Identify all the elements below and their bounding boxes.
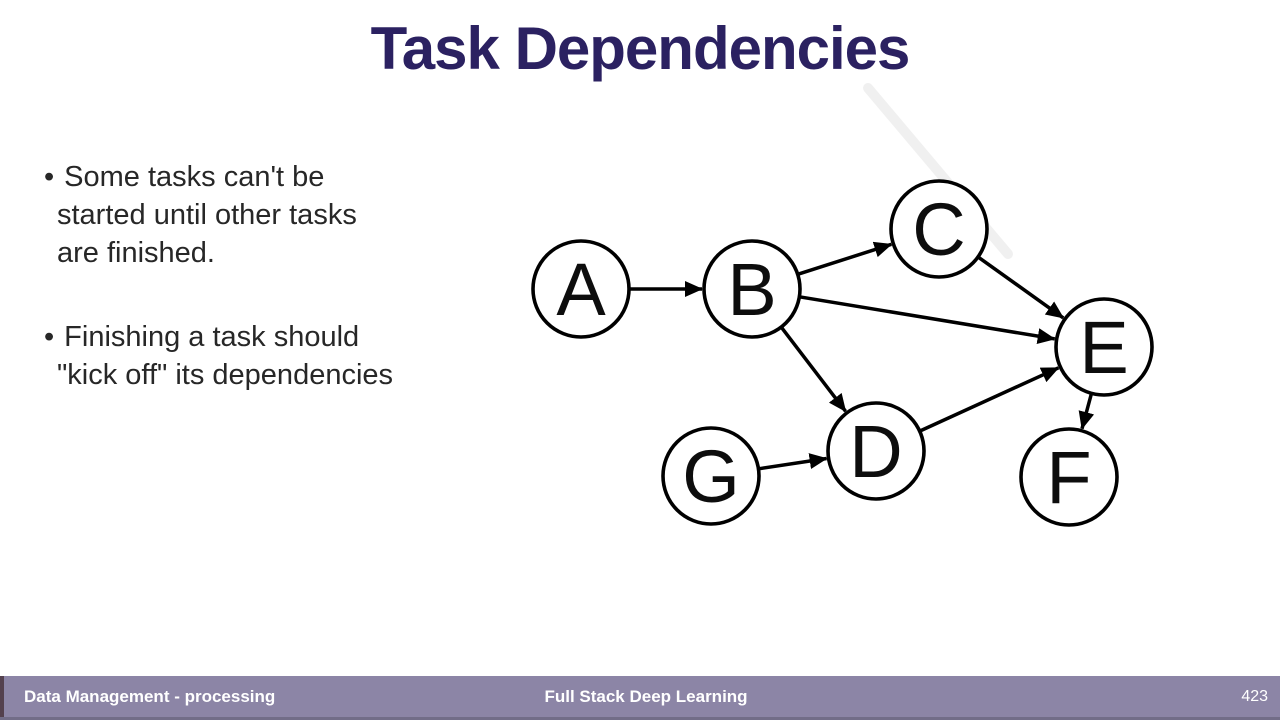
node-A bbox=[531, 239, 631, 339]
bullet-text: Some tasks can't be started until other … bbox=[57, 161, 357, 269]
node-D bbox=[826, 401, 926, 501]
bullet-list: •Some tasks can't be started until other… bbox=[44, 158, 474, 394]
footer-left-strip bbox=[0, 676, 4, 717]
node-E-label: E bbox=[1079, 306, 1128, 389]
node-F-label: F bbox=[1046, 436, 1091, 519]
node-C-label: C bbox=[912, 188, 965, 271]
node-C bbox=[889, 179, 989, 279]
bullet-marker: • bbox=[44, 161, 55, 193]
edge-B-D bbox=[779, 326, 847, 413]
node-F bbox=[1019, 427, 1119, 527]
footer-section-label: Data Management - processing bbox=[24, 686, 276, 706]
bullet-item: •Finishing a task should "kick off" its … bbox=[44, 318, 474, 394]
footer-bar: Data Management - processing Full Stack … bbox=[0, 676, 1280, 720]
node-D-label: D bbox=[849, 410, 902, 493]
edge-E-F bbox=[1078, 392, 1095, 430]
node-A-label: A bbox=[556, 248, 606, 331]
footer-page-number: 423 bbox=[1241, 687, 1269, 705]
artifact-streak bbox=[863, 83, 1013, 259]
edge-B-E bbox=[799, 295, 1056, 345]
node-B bbox=[702, 239, 802, 339]
node-G bbox=[661, 426, 761, 526]
node-B-label: B bbox=[727, 248, 776, 331]
bullet-item: •Some tasks can't be started until other… bbox=[44, 158, 474, 272]
edge-D-E bbox=[918, 366, 1060, 433]
node-E bbox=[1054, 297, 1154, 397]
footer-course-name: Full Stack Deep Learning bbox=[544, 686, 748, 706]
bullet-text: Finishing a task should "kick off" its d… bbox=[57, 321, 394, 391]
page-title: Task Dependencies bbox=[370, 15, 911, 82]
edge-G-D bbox=[758, 453, 828, 471]
bullet-marker: • bbox=[44, 321, 55, 353]
edge-C-E bbox=[976, 255, 1065, 320]
node-G-label: G bbox=[682, 435, 740, 518]
edge-B-C bbox=[797, 241, 893, 276]
